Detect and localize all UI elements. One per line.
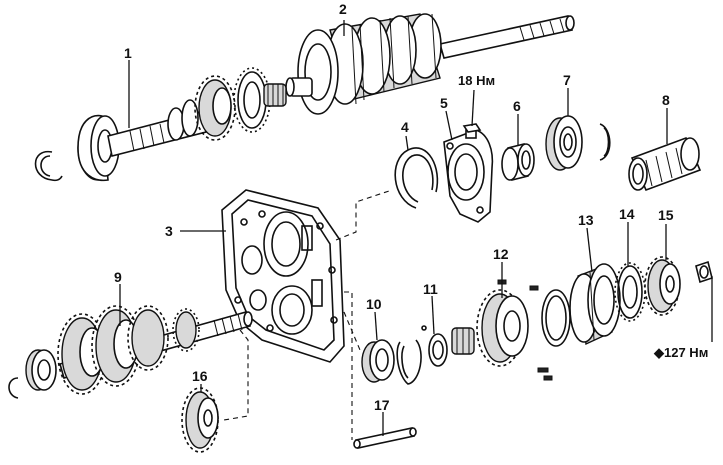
part-10-roller-bearing — [361, 339, 422, 385]
part-13-synchro-sleeve — [569, 263, 621, 346]
part-15-gear — [644, 256, 713, 316]
part-4-snap-ring — [394, 147, 439, 209]
callout-16: 16 — [192, 368, 208, 384]
callout-1: 1 — [124, 45, 132, 61]
callout-13: 13 — [578, 212, 594, 228]
leader-lines — [119, 20, 713, 436]
assembly-lines — [223, 189, 393, 440]
synchro-spring-ring — [541, 289, 571, 347]
torque-18nm-label: 18 Нм — [458, 73, 496, 88]
callout-4: 4 — [401, 119, 409, 135]
part-7-ball-bearing — [545, 115, 611, 171]
part-3-intermediate-plate — [221, 189, 345, 363]
callout-14: 14 — [619, 206, 635, 222]
callout-11: 11 — [423, 281, 438, 297]
callout-12: 12 — [493, 246, 509, 262]
part-12-gear — [476, 279, 553, 381]
callout-9: 9 — [114, 269, 122, 285]
callout-10: 10 — [366, 296, 382, 312]
part-11-thrust-washer — [421, 325, 475, 367]
synchro-ring-and-needle-bearing — [233, 67, 287, 133]
part-2-main-shaft — [285, 13, 575, 115]
part-8-needle-bearing — [628, 136, 702, 192]
part-1-input-shaft — [34, 75, 236, 182]
callout-6: 6 — [513, 98, 521, 114]
part-5-retainer-plate — [443, 123, 494, 223]
callout-8: 8 — [662, 92, 670, 108]
callout-15: 15 — [658, 207, 674, 223]
callout-17: 17 — [374, 397, 390, 413]
callout-5: 5 — [440, 95, 448, 111]
callout-7: 7 — [563, 72, 571, 88]
part-6-spacer — [501, 143, 535, 181]
torque-127nm-label: ◆127 Нм — [654, 345, 709, 360]
part-16-idler-gear — [181, 387, 219, 453]
callout-2: 2 — [339, 1, 347, 17]
part-9-counter-shaft — [8, 305, 253, 399]
part-17-pin — [353, 427, 417, 449]
callout-3: 3 — [165, 223, 173, 239]
